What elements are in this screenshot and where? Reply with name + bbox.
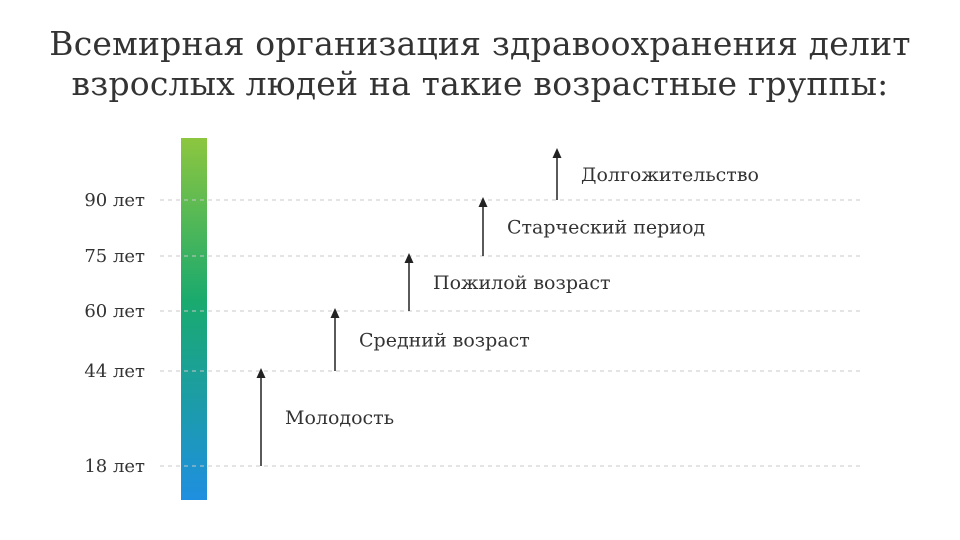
group-label-3: Пожилой возраст bbox=[433, 272, 611, 294]
threshold-label-44: 44 лет bbox=[84, 361, 145, 382]
group-label-5: Долгожительство bbox=[581, 164, 759, 186]
title-line-2: взрослых людей на такие возрастные групп… bbox=[71, 64, 889, 103]
age-scale-bar bbox=[181, 138, 207, 500]
group-arrow-head bbox=[404, 253, 414, 263]
group-label-2: Средний возраст bbox=[359, 330, 530, 352]
threshold-label-90: 90 лет bbox=[84, 190, 145, 211]
group-label-4: Старческий период bbox=[507, 217, 705, 239]
group-arrow-head bbox=[478, 197, 488, 207]
threshold-label-75: 75 лет bbox=[84, 246, 145, 267]
group-arrow-head bbox=[330, 308, 340, 318]
group-label-1: Молодость bbox=[285, 407, 394, 429]
threshold-label-60: 60 лет bbox=[84, 301, 145, 322]
title-line-1: Всемирная организация здравоохранения де… bbox=[49, 24, 911, 63]
group-arrow-head bbox=[256, 368, 266, 378]
threshold-label-18: 18 лет bbox=[84, 456, 145, 477]
group-arrow-head bbox=[552, 148, 562, 158]
page-title: Всемирная организация здравоохранения де… bbox=[0, 24, 960, 104]
